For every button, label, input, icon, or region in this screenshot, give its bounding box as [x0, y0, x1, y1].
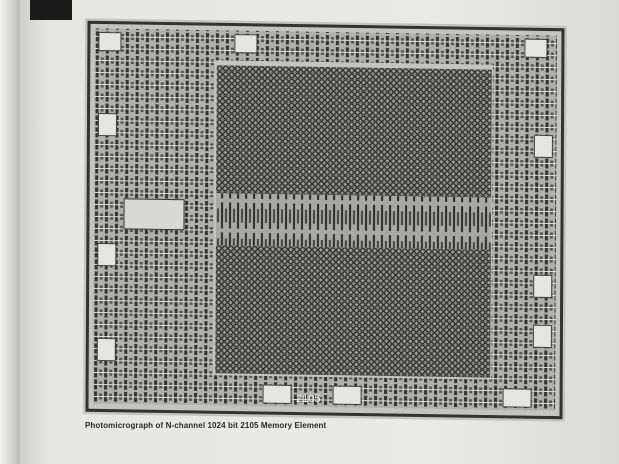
figure-caption: Photomicrograph of N-channel 1024 bit 21… [85, 421, 327, 430]
dark-corner [30, 0, 72, 20]
chip-marking: 2105 [296, 393, 321, 405]
chip-photomicrograph [82, 18, 568, 422]
book-spine-edge [0, 0, 22, 464]
